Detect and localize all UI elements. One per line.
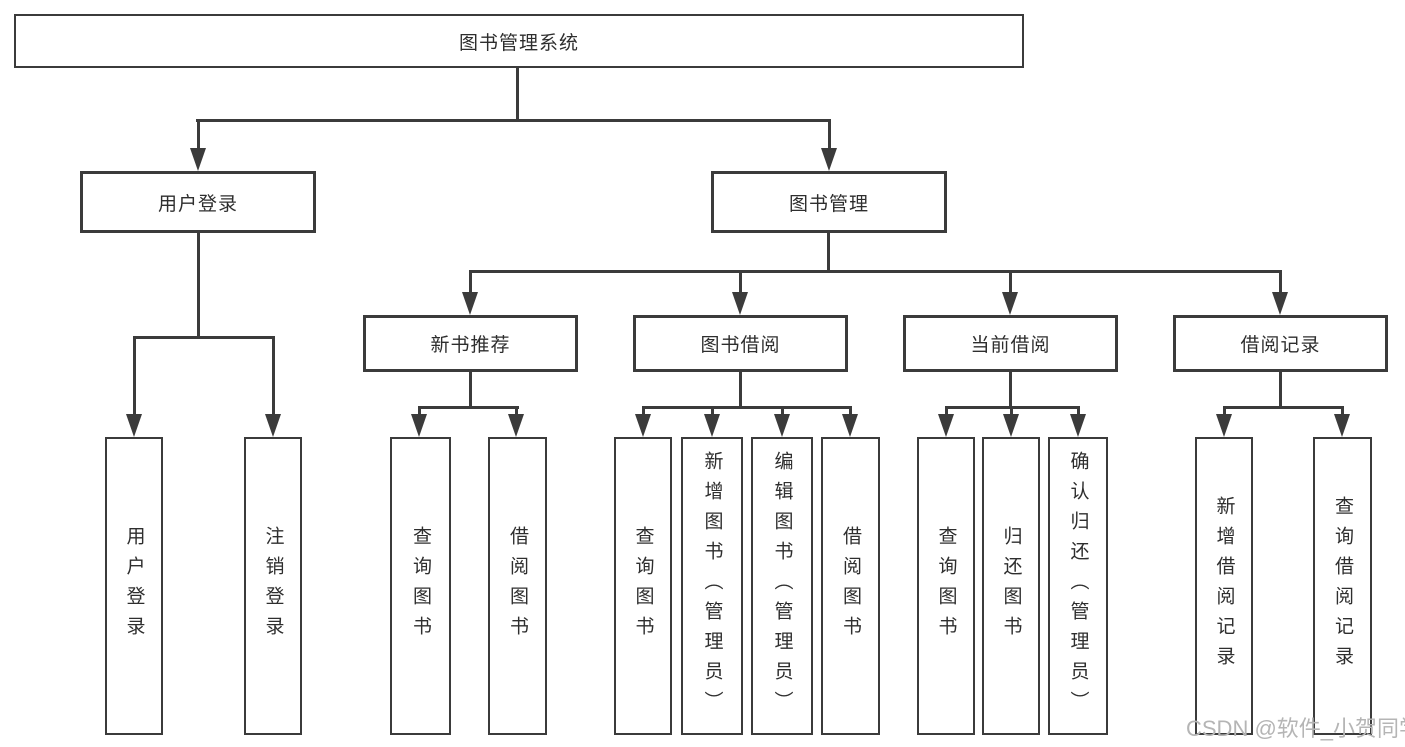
connector-arrowhead bbox=[1070, 414, 1086, 437]
leaf-label: 归还图书 bbox=[1000, 526, 1022, 646]
leaf-label: 查询借阅记录 bbox=[1332, 496, 1353, 676]
connector-new-book-drop bbox=[469, 270, 472, 292]
connector-leaf-logout-drop bbox=[272, 336, 275, 414]
leaf-label: 注销登录 bbox=[262, 526, 284, 646]
connector-book-borrow-hline bbox=[642, 406, 852, 409]
connector-user-login-arrowhead bbox=[190, 148, 206, 171]
connector-arrowhead bbox=[1003, 414, 1019, 437]
connector-arrowhead bbox=[411, 414, 427, 437]
connector-borrow-records-arrowhead bbox=[1272, 292, 1288, 315]
connector-book-management-arrowhead bbox=[821, 148, 837, 171]
leaf-label: 确认归还（管理员） bbox=[1067, 451, 1089, 721]
leaf-query-books-recommend: 查询图书 bbox=[390, 437, 451, 735]
leaf-label: 用户登录 bbox=[123, 526, 145, 646]
connector-book-management-drop bbox=[828, 119, 831, 148]
connector-drop bbox=[1010, 406, 1013, 414]
leaf-add-books-admin: 新增图书（管理员） bbox=[681, 437, 743, 735]
leaf-label: 查询图书 bbox=[410, 526, 431, 646]
leaf-logout: 注销登录 bbox=[244, 437, 302, 735]
connector-book-management-hline bbox=[469, 270, 1282, 273]
leaf-label: 借阅图书 bbox=[840, 526, 861, 646]
leaf-edit-books-admin: 编辑图书（管理员） bbox=[751, 437, 813, 735]
connector-arrowhead bbox=[704, 414, 720, 437]
node-book-borrow: 图书借阅 bbox=[633, 315, 848, 372]
node-user-login: 用户登录 bbox=[80, 171, 316, 233]
node-new-book-recommend: 新书推荐 bbox=[363, 315, 578, 372]
connector-user-login-drop bbox=[197, 119, 200, 148]
node-current-borrow: 当前借阅 bbox=[903, 315, 1118, 372]
node-borrow-records: 借阅记录 bbox=[1173, 315, 1388, 372]
connector-new-book-arrowhead bbox=[462, 292, 478, 315]
connector-borrow-records-hline bbox=[1223, 406, 1344, 409]
connector-book-management-stem bbox=[827, 233, 830, 270]
connector-arrowhead bbox=[1216, 414, 1232, 437]
connector-arrowhead bbox=[774, 414, 790, 437]
connector-new-book-hline bbox=[418, 406, 519, 409]
connector-drop bbox=[711, 406, 714, 414]
connector-current-borrow-drop bbox=[1009, 270, 1012, 292]
connector-drop bbox=[1223, 406, 1226, 414]
connector-root-hline bbox=[196, 119, 830, 122]
connector-drop bbox=[1341, 406, 1344, 414]
connector-user-login-stem bbox=[197, 233, 200, 336]
node-book-management: 图书管理 bbox=[711, 171, 947, 233]
leaf-label: 借阅图书 bbox=[507, 526, 528, 646]
connector-current-borrow-stem bbox=[1009, 372, 1012, 406]
leaf-user-login: 用户登录 bbox=[105, 437, 163, 735]
connector-drop bbox=[781, 406, 784, 414]
connector-new-book-stem bbox=[469, 372, 472, 406]
connector-drop bbox=[849, 406, 852, 414]
leaf-label: 查询图书 bbox=[935, 526, 957, 646]
leaf-borrow-books-recommend: 借阅图书 bbox=[488, 437, 547, 735]
connector-drop bbox=[642, 406, 645, 414]
connector-arrowhead bbox=[842, 414, 858, 437]
connector-drop bbox=[418, 406, 421, 414]
connector-book-borrow-stem bbox=[739, 372, 742, 406]
leaf-confirm-return-admin: 确认归还（管理员） bbox=[1048, 437, 1108, 735]
connector-drop bbox=[945, 406, 948, 414]
connector-leaf-user-login-drop bbox=[133, 336, 136, 414]
leaf-borrow-books: 借阅图书 bbox=[821, 437, 880, 735]
leaf-add-borrow-record: 新增借阅记录 bbox=[1195, 437, 1253, 735]
leaf-query-books-current: 查询图书 bbox=[917, 437, 975, 735]
connector-user-login-hline bbox=[133, 336, 275, 339]
leaf-label: 新增图书（管理员） bbox=[701, 451, 723, 721]
connector-arrowhead bbox=[938, 414, 954, 437]
connector-borrow-records-stem bbox=[1279, 372, 1282, 406]
connector-drop bbox=[515, 406, 518, 414]
connector-leaf-user-login-arrowhead bbox=[126, 414, 142, 437]
node-root: 图书管理系统 bbox=[14, 14, 1024, 68]
connector-arrowhead bbox=[635, 414, 651, 437]
connector-borrow-records-drop bbox=[1279, 270, 1282, 292]
leaf-query-books-borrow: 查询图书 bbox=[614, 437, 672, 735]
leaf-label: 新增借阅记录 bbox=[1213, 496, 1235, 676]
leaf-return-books: 归还图书 bbox=[982, 437, 1040, 735]
csdn-watermark: CSDN @软件_小贺同学 bbox=[1186, 716, 1405, 741]
connector-arrowhead bbox=[508, 414, 524, 437]
leaf-label: 编辑图书（管理员） bbox=[771, 451, 793, 721]
connector-current-borrow-arrowhead bbox=[1002, 292, 1018, 315]
connector-drop bbox=[1077, 406, 1080, 414]
connector-book-borrow-arrowhead bbox=[732, 292, 748, 315]
connector-book-borrow-drop bbox=[739, 270, 742, 292]
leaf-label: 查询图书 bbox=[632, 526, 654, 646]
leaf-query-borrow-record: 查询借阅记录 bbox=[1313, 437, 1372, 735]
connector-leaf-logout-arrowhead bbox=[265, 414, 281, 437]
connector-arrowhead bbox=[1334, 414, 1350, 437]
connector-root-stem bbox=[516, 68, 519, 119]
